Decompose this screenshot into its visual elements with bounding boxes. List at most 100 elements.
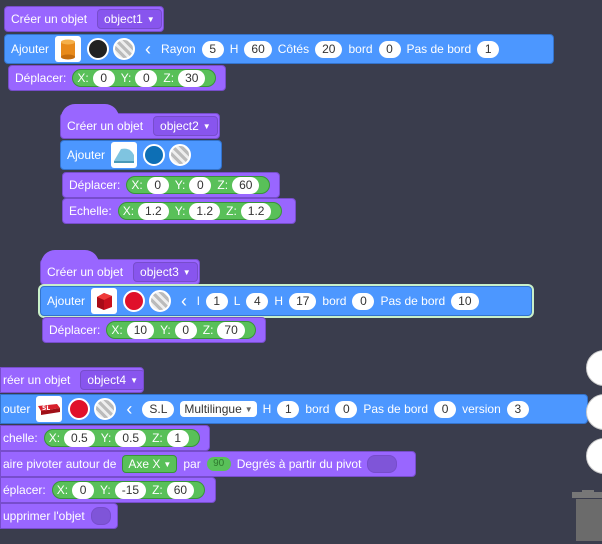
rotate-object4-block[interactable]: aire pivoter autour de Axe X▼ par 90 Deg… xyxy=(0,451,416,477)
color-swatch[interactable] xyxy=(68,398,91,420)
texture-swatch[interactable] xyxy=(149,290,172,312)
z-input[interactable]: 1.2 xyxy=(240,202,272,220)
font-dropdown[interactable]: Multilingue▼ xyxy=(180,401,257,417)
by-label: par xyxy=(183,457,201,471)
object3-dropdown[interactable]: object3▼ xyxy=(133,262,198,282)
color-swatch[interactable] xyxy=(143,144,166,166)
delete-object-block[interactable]: upprimer l'objet xyxy=(0,503,118,529)
texture-swatch[interactable] xyxy=(113,38,136,60)
noborder-input[interactable]: 10 xyxy=(451,292,479,310)
zoom-reset-button[interactable] xyxy=(586,438,602,474)
noborder-label: Pas de bord xyxy=(380,294,446,308)
noborder-input[interactable]: 1 xyxy=(477,40,500,58)
y-input[interactable]: -15 xyxy=(114,481,147,499)
move-object2-block[interactable]: Déplacer: X:0 Y:0 Z:60 xyxy=(62,172,280,198)
chevron-left-icon[interactable]: ‹ xyxy=(126,399,133,419)
add-shape-block[interactable]: Ajouter xyxy=(60,140,222,170)
add-cylinder-block[interactable]: Ajouter ‹ Rayon 5 H 60 Côtés 20 bord 0 P… xyxy=(4,34,554,64)
sides-input[interactable]: 20 xyxy=(315,40,343,58)
caret-down-icon: ▼ xyxy=(244,404,253,414)
x-label: X: xyxy=(131,178,143,192)
border-label: bord xyxy=(322,294,347,308)
height-input[interactable]: 60 xyxy=(244,40,272,58)
object1-dropdown[interactable]: object1▼ xyxy=(97,9,162,29)
border-label: bord xyxy=(305,402,330,416)
move-label: Déplacer: xyxy=(49,323,101,337)
create-object2-block[interactable]: Créer un objet object2▼ xyxy=(60,104,220,139)
length-input[interactable]: 4 xyxy=(246,292,269,310)
y-input[interactable]: 0 xyxy=(174,321,197,339)
x-input[interactable]: 1.2 xyxy=(138,202,169,220)
axis-dropdown[interactable]: Axe X▼ xyxy=(122,455,178,473)
x-label: X: xyxy=(122,204,135,218)
zoom-out-button[interactable] xyxy=(586,394,602,430)
text-input[interactable]: S.L xyxy=(142,400,175,418)
chevron-left-icon[interactable]: ‹ xyxy=(145,39,152,59)
move-object4-block[interactable]: éplacer: X:0 Y:-15 Z:60 xyxy=(0,477,216,503)
y-input[interactable]: 1.2 xyxy=(189,202,221,220)
create-label: Créer un objet xyxy=(11,12,88,26)
version-input[interactable]: 3 xyxy=(506,400,529,418)
z-input[interactable]: 70 xyxy=(217,321,245,339)
red-cube-icon[interactable] xyxy=(91,288,118,314)
x-input[interactable]: 10 xyxy=(126,321,155,339)
z-input[interactable]: 30 xyxy=(178,69,206,87)
move-object1-block[interactable]: Déplacer: X:0 Y:0 Z:30 xyxy=(8,65,226,91)
noborder-input[interactable]: 0 xyxy=(434,400,457,418)
length-label: L xyxy=(233,294,241,308)
y-input[interactable]: 0.5 xyxy=(115,429,147,447)
radius-label: Rayon xyxy=(161,42,196,56)
z-input[interactable]: 1 xyxy=(166,429,189,447)
radius-input[interactable]: 5 xyxy=(201,40,224,58)
angle-input[interactable]: 90 xyxy=(206,457,231,471)
xyz-vector: X:0 Y:-15 Z:60 xyxy=(51,481,206,499)
chevron-left-icon[interactable]: ‹ xyxy=(181,291,188,311)
object4-dropdown[interactable]: object4▼ xyxy=(80,370,143,390)
cylinder-icon[interactable] xyxy=(55,36,82,62)
move-object3-block[interactable]: Déplacer: X:10 Y:0 Z:70 xyxy=(42,317,266,343)
create-object1-block[interactable]: Créer un objet object1▼ xyxy=(4,6,164,32)
wedge-shape-icon[interactable] xyxy=(111,142,138,168)
z-input[interactable]: 60 xyxy=(232,176,260,194)
zoom-in-button[interactable] xyxy=(586,350,602,386)
x-input[interactable]: 0.5 xyxy=(64,429,95,447)
width-input[interactable]: 1 xyxy=(205,292,228,310)
z-label: Z: xyxy=(163,71,175,85)
y-input[interactable]: 0 xyxy=(135,69,158,87)
x-input[interactable]: 0 xyxy=(72,481,95,499)
pivot-slot[interactable] xyxy=(367,455,398,473)
z-input[interactable]: 60 xyxy=(166,481,195,499)
scale-object2-block[interactable]: Echelle: X:1.2 Y:1.2 Z:1.2 xyxy=(62,198,296,224)
color-swatch[interactable] xyxy=(87,38,110,60)
create-object3-block[interactable]: Créer un objet object3▼ xyxy=(40,250,200,285)
object-slot[interactable] xyxy=(90,507,111,525)
color-swatch[interactable] xyxy=(123,290,146,312)
y-input[interactable]: 0 xyxy=(189,176,212,194)
object2-dropdown[interactable]: object2▼ xyxy=(153,116,218,136)
caret-down-icon: ▼ xyxy=(163,459,172,469)
x-input[interactable]: 0 xyxy=(92,69,115,87)
add-box-block[interactable]: Ajouter ‹ l 1 L 4 H 17 bord 0 Pas de bor… xyxy=(40,286,532,316)
z-label: Z: xyxy=(152,431,163,445)
create-label: Créer un objet xyxy=(67,119,144,133)
y-label: Y: xyxy=(174,178,186,192)
noborder-label: Pas de bord xyxy=(406,42,472,56)
x-input[interactable]: 0 xyxy=(146,176,169,194)
xyz-vector: X:10 Y:0 Z:70 xyxy=(106,321,256,339)
z-label: Z: xyxy=(217,178,229,192)
border-input[interactable]: 0 xyxy=(378,40,401,58)
texture-swatch[interactable] xyxy=(94,398,117,420)
create-label: réer un objet xyxy=(3,373,71,387)
trash-icon[interactable] xyxy=(572,490,602,544)
border-input[interactable]: 0 xyxy=(352,292,375,310)
scale-object4-block[interactable]: chelle: X:0.5 Y:0.5 Z:1 xyxy=(0,425,210,451)
add-text3d-block[interactable]: outer SL ‹ S.L Multilingue▼ H 1 bord 0 P… xyxy=(0,394,588,424)
y-label: Y: xyxy=(160,323,171,337)
sides-label: Côtés xyxy=(277,42,310,56)
border-input[interactable]: 0 xyxy=(335,400,358,418)
texture-swatch[interactable] xyxy=(169,144,192,166)
3d-text-icon[interactable]: SL xyxy=(36,396,63,422)
create-object4-block[interactable]: réer un objet object4▼ xyxy=(0,367,144,393)
height-input[interactable]: 17 xyxy=(289,292,317,310)
height-input[interactable]: 1 xyxy=(277,400,300,418)
